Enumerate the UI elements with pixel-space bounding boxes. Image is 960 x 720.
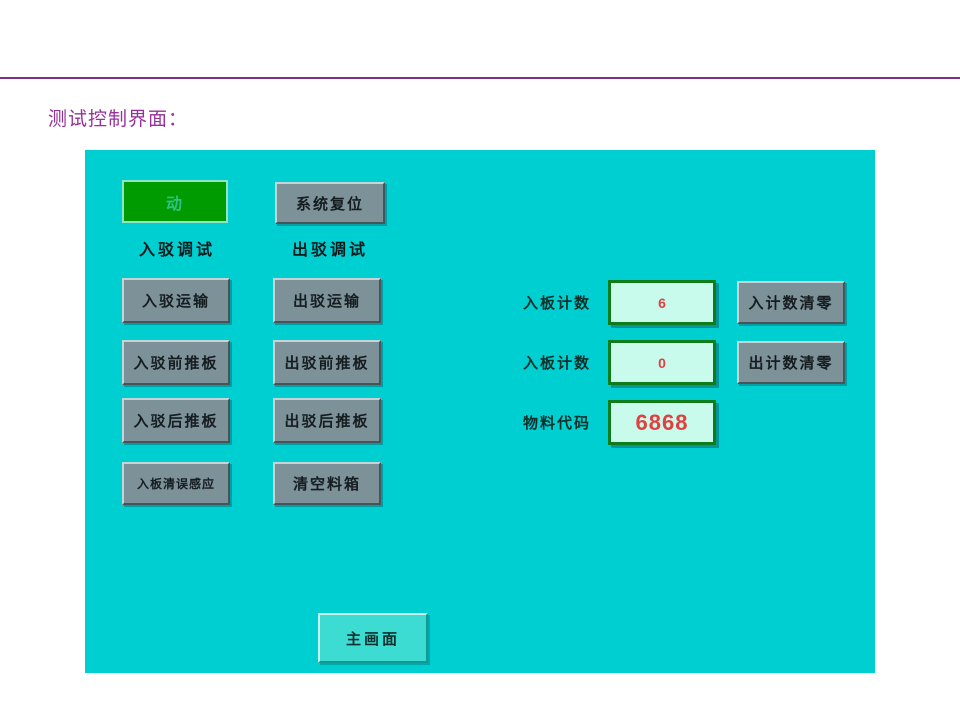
clear-material-box-button[interactable]: 清空料箱 [273, 462, 381, 505]
main-screen-button[interactable]: 主画面 [318, 613, 428, 663]
out-debug-label: 出驳调试 [291, 242, 368, 259]
out-rear-pusher-button[interactable]: 出驳后推板 [273, 398, 381, 443]
in-debug-label: 入驳调试 [138, 242, 215, 259]
in-count-clear-button[interactable]: 入计数清零 [737, 281, 845, 324]
board-entry-error-sensor-button[interactable]: 入板清误感应 [122, 462, 230, 505]
start-button[interactable]: 动 [122, 180, 228, 223]
out-count-clear-button[interactable]: 出计数清零 [737, 341, 845, 384]
out-front-pusher-button[interactable]: 出驳前推板 [273, 340, 381, 385]
page-title: 测试控制界面： [48, 109, 189, 130]
in-rear-pusher-button[interactable]: 入驳后推板 [122, 398, 230, 443]
in-board-count-value: 6 [608, 280, 716, 325]
header-divider [0, 77, 960, 79]
material-code-value[interactable]: 6868 [608, 400, 716, 445]
in-transport-button[interactable]: 入驳运输 [122, 278, 230, 323]
in-board-count-label: 入板计数 [523, 295, 592, 312]
in-front-pusher-button[interactable]: 入驳前推板 [122, 340, 230, 385]
system-reset-button[interactable]: 系统复位 [275, 182, 385, 224]
material-code-label: 物料代码 [523, 415, 592, 432]
board-count-2-label: 入板计数 [523, 355, 592, 372]
board-count-2-value: 0 [608, 340, 716, 385]
out-transport-button[interactable]: 出驳运输 [273, 278, 381, 323]
hmi-panel: 动 系统复位 入驳调试 出驳调试 入驳运输 入驳前推板 入驳后推板 入板清误感应… [85, 150, 875, 673]
